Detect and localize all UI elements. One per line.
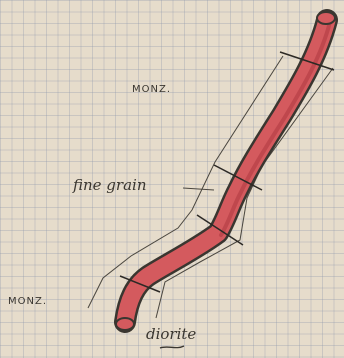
dike-end-top: [317, 12, 335, 24]
label-fine-grain: fine grain: [73, 176, 146, 194]
fine-grain-pointer: [183, 188, 214, 190]
dike-end-bottom: [116, 318, 134, 330]
label-monz-top: MONZ.: [132, 84, 171, 95]
diorite-underline: [160, 346, 184, 348]
label-monz-bottom: MONZ.: [8, 296, 47, 307]
label-diorite: diorite: [146, 325, 196, 343]
